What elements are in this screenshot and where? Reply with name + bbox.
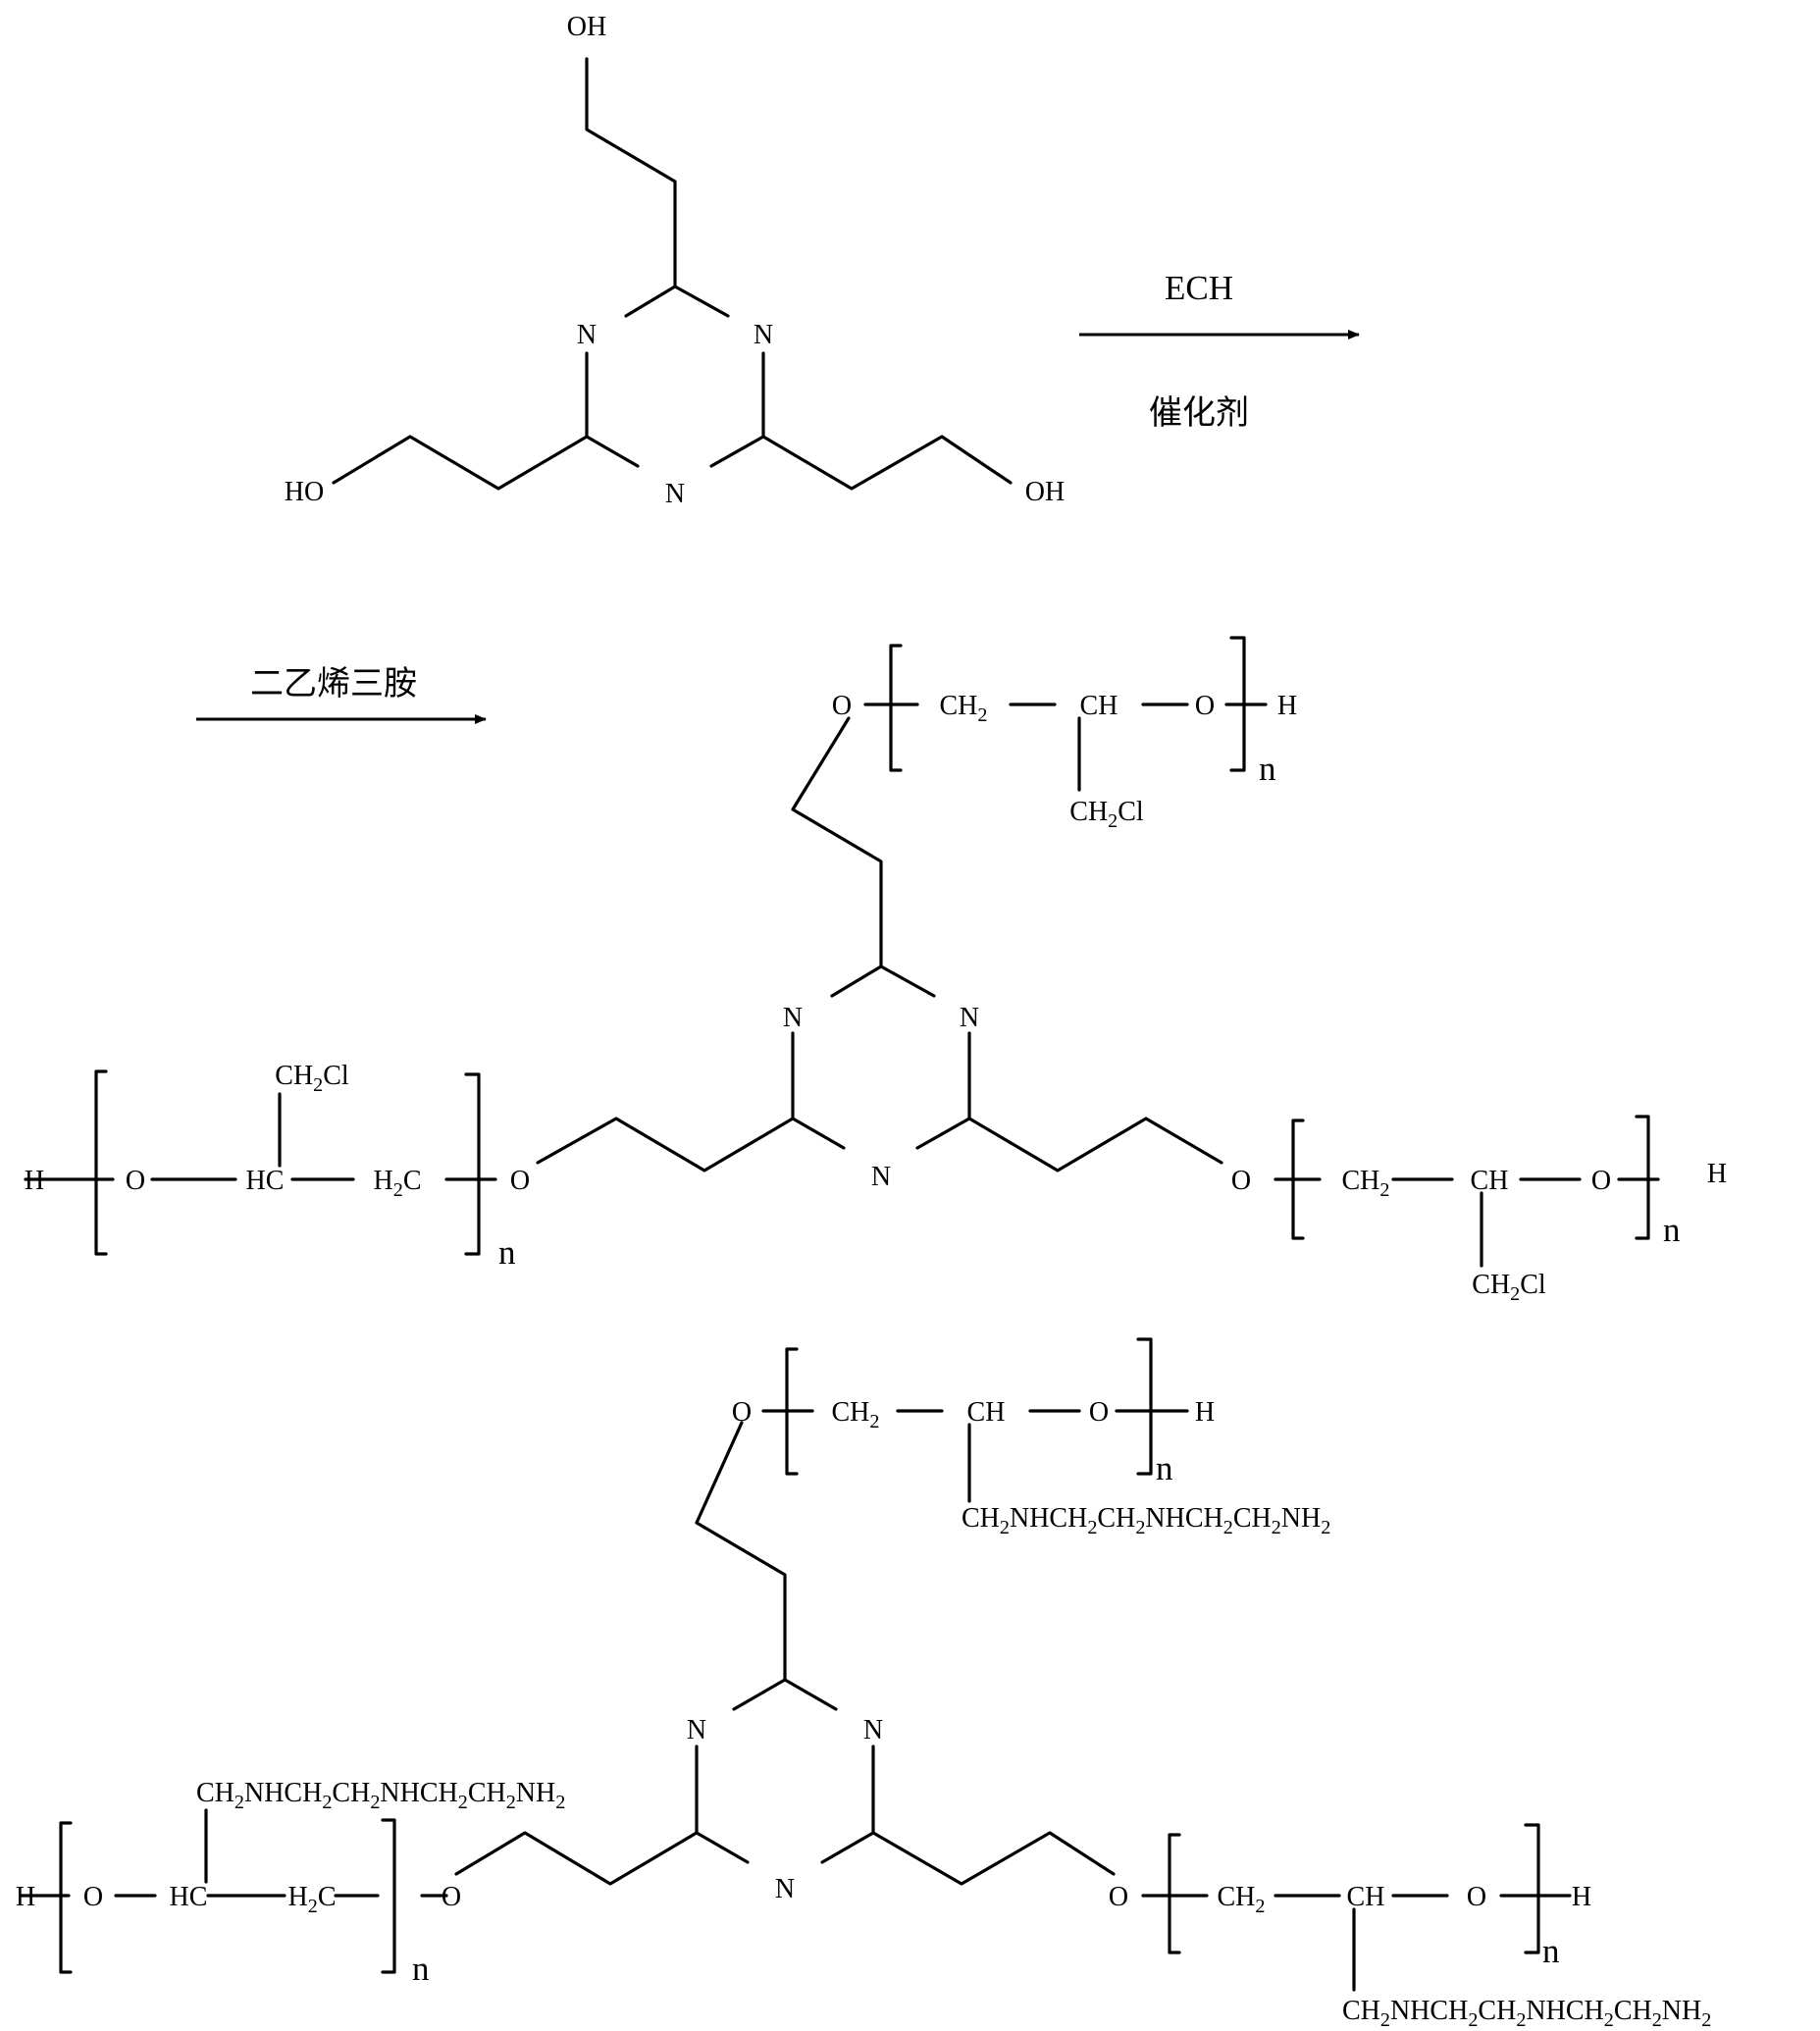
int-top-o: O	[832, 691, 852, 721]
reaction-arrow-2: 二乙烯三胺	[196, 664, 486, 719]
prod-top-ch: CH	[967, 1397, 1006, 1428]
int-right-bracket-right	[1637, 1117, 1648, 1238]
int-left-o2: O	[510, 1166, 530, 1196]
prod-top-o2: O	[1089, 1397, 1109, 1428]
int-right-ch2cl: CH2​Cl	[1472, 1270, 1546, 1305]
prod-top-h: H	[1195, 1397, 1215, 1428]
intermediate-product: O CH2​ CH O H n CH2​Cl N N N H O HC H2​C…	[25, 638, 1727, 1305]
prod-right-ch: CH	[1347, 1882, 1385, 1912]
int-right-h: H	[1707, 1159, 1727, 1189]
int-top-n: n	[1259, 750, 1276, 788]
prod-ring-n-bottom: N	[775, 1874, 795, 1904]
int-left-h: H	[25, 1166, 44, 1196]
prod-right-o2: O	[1467, 1882, 1486, 1912]
prod-left-o: O	[83, 1882, 103, 1912]
prod-top-bracket-right	[1138, 1339, 1151, 1474]
int-ring-n-left: N	[783, 1003, 803, 1033]
prod-ring-n-left: N	[687, 1715, 706, 1745]
prod-left-o2: O	[442, 1882, 461, 1912]
sm-bonds	[334, 59, 1011, 489]
prod-left-bracket-right	[383, 1820, 394, 1972]
prod-right-h: H	[1572, 1882, 1591, 1912]
int-right-o: O	[1231, 1166, 1251, 1196]
int-ring-n-right: N	[960, 1003, 979, 1033]
sm-ring-n-left: N	[577, 320, 597, 350]
int-top-o2: O	[1195, 691, 1215, 721]
prod-top-o: O	[732, 1397, 752, 1428]
arrow1-catalyst: 催化剂	[1149, 393, 1249, 433]
int-right-o2: O	[1591, 1166, 1611, 1196]
reaction-arrow-1: ECH 催化剂	[1079, 269, 1359, 433]
prod-bonds	[22, 1411, 1570, 1990]
prod-ring-n-right: N	[863, 1715, 883, 1745]
prod-left-h: H	[16, 1882, 35, 1912]
int-top-ch2cl: CH2​Cl	[1069, 797, 1144, 832]
int-left-hc: HC	[246, 1166, 285, 1196]
int-top-bracket-left	[891, 646, 901, 770]
starting-material: OH N N N HO OH	[285, 12, 1065, 509]
int-left-o: O	[126, 1166, 145, 1196]
int-left-bracket-right	[466, 1074, 479, 1254]
prod-top-amine: CH2​NHCH2​CH2​NHCH2​CH2​NH2​	[962, 1503, 1330, 1538]
int-top-ch: CH	[1080, 691, 1118, 721]
int-right-ch: CH	[1471, 1166, 1509, 1196]
prod-right-bracket-left	[1170, 1835, 1179, 1953]
int-left-h2c: H2​C	[374, 1166, 422, 1201]
prod-right-o: O	[1109, 1882, 1128, 1912]
int-right-n: n	[1663, 1211, 1681, 1249]
sm-oh-right: OH	[1025, 477, 1065, 507]
int-left-bracket-left	[96, 1071, 106, 1254]
final-product: O CH2​ CH O H n CH2​NHCH2​CH2​NHCH2​CH2​…	[16, 1339, 1711, 2031]
sm-ho-left: HO	[285, 477, 324, 507]
prod-left-h2c: H2​C	[288, 1882, 337, 1917]
arrow2-reagent: 二乙烯三胺	[250, 664, 417, 703]
int-left-ch2cl: CH2​Cl	[275, 1061, 349, 1096]
prod-left-bracket-left	[61, 1823, 71, 1972]
int-ring-n-bottom: N	[871, 1162, 891, 1192]
prod-top-n: n	[1156, 1449, 1173, 1487]
prod-right-n: n	[1542, 1932, 1560, 1970]
sm-oh-top: OH	[567, 12, 606, 42]
arrow1-reagent: ECH	[1165, 269, 1233, 307]
prod-top-ch2: CH2​	[832, 1397, 880, 1432]
int-right-ch2: CH2​	[1342, 1166, 1390, 1201]
sm-ring-n-right: N	[754, 320, 773, 350]
prod-left-hc: HC	[170, 1882, 208, 1912]
int-top-ch2: CH2​	[940, 691, 988, 726]
int-left-n: n	[498, 1233, 516, 1272]
prod-left-amine: CH2​NHCH2​CH2​NHCH2​CH2​NH2​	[196, 1778, 565, 1813]
prod-right-amine: CH2​NHCH2​CH2​NHCH2​CH2​NH2​	[1342, 1996, 1711, 2031]
sm-ring-n-bottom: N	[665, 479, 685, 509]
prod-left-n: n	[412, 1950, 430, 1988]
prod-right-bracket-right	[1526, 1825, 1538, 1953]
int-top-h: H	[1277, 691, 1297, 721]
prod-right-ch2: CH2​	[1218, 1882, 1266, 1917]
